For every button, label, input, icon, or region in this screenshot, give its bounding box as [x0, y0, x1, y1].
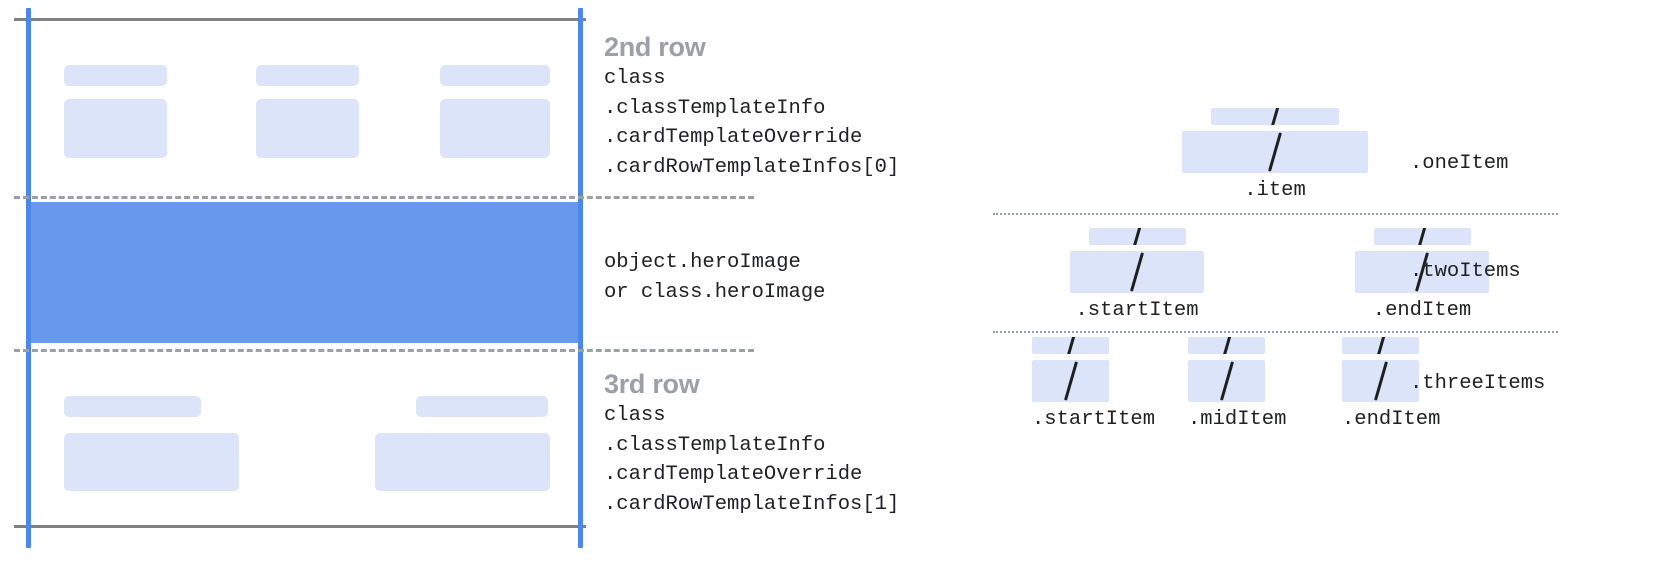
slash-mark-icon	[1066, 337, 1075, 354]
card-row-hero-image	[31, 202, 578, 343]
row-separator-lower	[14, 349, 754, 352]
item-group-label: .threeItems	[1410, 372, 1546, 395]
item-unit: .endItem	[1355, 228, 1489, 322]
card-row-bottom	[31, 355, 578, 524]
item-unit-label: .midItem	[1188, 408, 1287, 431]
item-thin-bar	[1211, 108, 1339, 125]
slash-mark-icon	[1130, 252, 1144, 292]
placeholder-image-block	[440, 99, 550, 158]
slash-mark-icon	[1373, 361, 1388, 401]
group-separator-two-three	[993, 331, 1558, 333]
item-unit-label: .startItem	[1032, 408, 1156, 431]
item-unit: .item	[1182, 108, 1368, 202]
item-thick-bar	[1070, 251, 1204, 293]
slash-mark-icon	[1270, 108, 1280, 125]
card-top-rule	[14, 18, 586, 21]
item-unit: .endItem	[1342, 337, 1441, 431]
card-left-rail	[26, 8, 31, 548]
item-thick-bar	[1032, 360, 1109, 402]
annotation-hero-image: object.heroImage or class.heroImage	[604, 248, 825, 307]
placeholder-title-bar	[416, 396, 548, 417]
item-thick-bar	[1355, 251, 1489, 293]
item-unit-label: .item	[1244, 179, 1306, 202]
placeholder-title-bar	[64, 65, 167, 86]
slash-mark-icon	[1268, 132, 1282, 172]
slash-mark-icon	[1219, 361, 1234, 401]
placeholder-image-block	[64, 433, 239, 491]
slash-mark-icon	[1417, 228, 1427, 245]
item-thick-bar	[1342, 360, 1419, 402]
slash-mark-icon	[1222, 337, 1231, 354]
item-thin-bar	[1088, 228, 1186, 245]
item-thick-bar	[1182, 131, 1368, 173]
item-thin-bar	[1342, 337, 1419, 354]
placeholder-title-bar	[256, 65, 359, 86]
item-group-label: .twoItems	[1410, 260, 1521, 283]
slash-mark-icon	[1376, 337, 1385, 354]
annotation-code: class .classTemplateInfo .cardTemplateOv…	[604, 67, 900, 179]
card-bottom-rule	[14, 525, 586, 528]
item-layout-diagram: .item .oneItem .startItem .endItem .twoItems…	[960, 0, 1676, 584]
slash-mark-icon	[1063, 361, 1078, 401]
item-unit-label: .endItem	[1372, 299, 1472, 322]
item-unit: .midItem	[1188, 337, 1287, 431]
item-thin-bar	[1032, 337, 1109, 354]
annotation-code: object.heroImage or class.heroImage	[604, 251, 826, 304]
placeholder-image-block	[256, 99, 359, 158]
row-separator-upper	[14, 196, 754, 199]
annotation-second-row: 2nd row class .classTemplateInfo .cardTe…	[604, 30, 899, 182]
item-thin-bar	[1373, 228, 1471, 245]
item-unit: .startItem	[1032, 337, 1156, 431]
group-separator-one-two	[993, 213, 1558, 215]
annotation-third-row: 3rd row class .classTemplateInfo .cardTe…	[604, 367, 899, 519]
item-unit-label: .startItem	[1075, 299, 1199, 322]
item-unit: .startItem	[1070, 228, 1204, 322]
item-thick-bar	[1188, 360, 1265, 402]
card-template-mock	[0, 0, 754, 584]
placeholder-image-block	[64, 99, 167, 158]
annotation-title: 2nd row	[604, 32, 706, 62]
card-row-top	[31, 21, 578, 195]
item-unit-label: .endItem	[1342, 408, 1441, 431]
placeholder-image-block	[375, 433, 550, 491]
placeholder-title-bar	[64, 396, 201, 417]
placeholder-title-bar	[440, 65, 550, 86]
annotation-code: class .classTemplateInfo .cardTemplateOv…	[604, 404, 900, 516]
annotation-title: 3rd row	[604, 369, 700, 399]
card-right-rail	[578, 8, 583, 548]
item-group-label: .oneItem	[1410, 152, 1509, 175]
item-thin-bar	[1188, 337, 1265, 354]
slash-mark-icon	[1132, 228, 1142, 245]
